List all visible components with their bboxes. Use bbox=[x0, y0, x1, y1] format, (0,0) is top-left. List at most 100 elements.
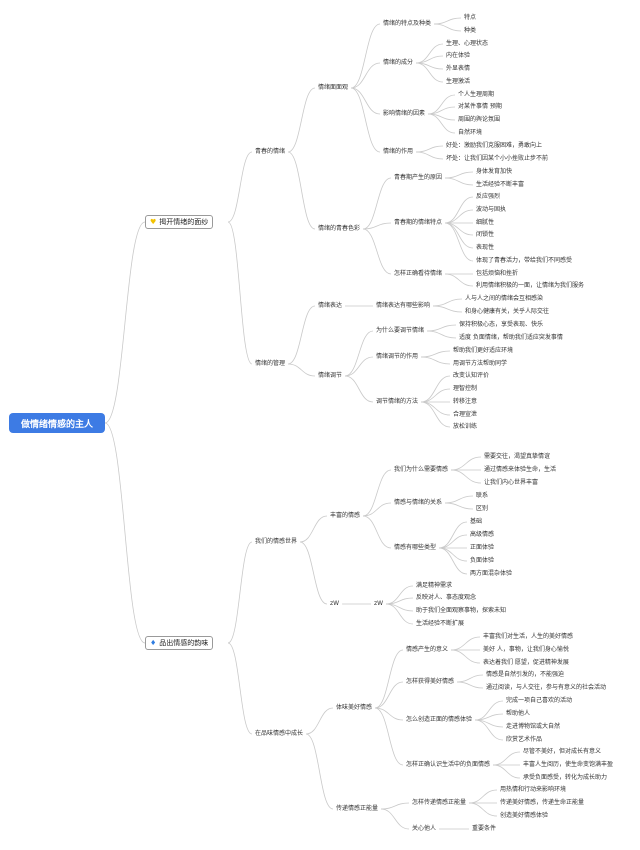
root-topic[interactable]: 做情绪情感的主人 bbox=[9, 413, 105, 433]
topic-hd[interactable]: 怎样获得美好情感 bbox=[406, 678, 455, 685]
topic-lx[interactable]: 情感有哪些类型 bbox=[394, 544, 437, 551]
topic-cd[interactable]: 传递情感正能量 bbox=[336, 805, 379, 812]
topic-hd1[interactable]: 情感是自然引发的，不能强迫 bbox=[486, 671, 565, 678]
topic-qt5[interactable]: 表现性 bbox=[476, 244, 495, 251]
topic-qt2[interactable]: 波动与固执 bbox=[476, 206, 507, 213]
topic-cf[interactable]: 情绪的成分 bbox=[383, 59, 414, 66]
topic-qt[interactable]: 青春期的情绪特点 bbox=[394, 219, 443, 226]
topic-cf2[interactable]: 内在体验 bbox=[446, 52, 471, 59]
topic-qt1[interactable]: 反应强烈 bbox=[476, 193, 501, 200]
topic-ff1[interactable]: 改变认知评价 bbox=[453, 372, 490, 379]
topic-qxgl[interactable]: 情绪的管理 bbox=[255, 360, 286, 367]
branch-reveal-emotions[interactable]: ♥ 揭开情绪的面纱 bbox=[145, 215, 214, 229]
topic-lx5[interactable]: 两方面混杂体验 bbox=[470, 570, 513, 577]
topic-ff5[interactable]: 放松训练 bbox=[453, 423, 478, 430]
topic-tdzl[interactable]: 情绪的特点及种类 bbox=[383, 20, 432, 27]
topic-yy[interactable]: 青春期产生的原因 bbox=[394, 174, 443, 181]
topic-zw_2[interactable]: 反映对人、事态度观念 bbox=[416, 594, 477, 601]
topic-bdyx2[interactable]: 和身心健康有关，关乎人际交往 bbox=[465, 308, 550, 315]
topic-zy[interactable]: 情绪的作用 bbox=[383, 148, 414, 155]
topic-wsm[interactable]: 为什么要调节情绪 bbox=[376, 327, 425, 334]
topic-tjzy2[interactable]: 用调节方法帮助同学 bbox=[453, 360, 508, 367]
topic-qt6[interactable]: 体现了青春活力，带给我们不同感受 bbox=[476, 257, 573, 264]
topic-yy1[interactable]: 身体发育加快 bbox=[476, 168, 513, 175]
topic-cf4[interactable]: 生理激活 bbox=[446, 78, 471, 85]
topic-csy3[interactable]: 表达着我们 愿望，促进精神发展 bbox=[483, 659, 569, 666]
topic-lx4[interactable]: 负面体验 bbox=[470, 557, 495, 564]
topic-zw_3[interactable]: 助于我们全面观察事物，探索未知 bbox=[416, 607, 507, 614]
topic-tjff[interactable]: 调节情绪的方法 bbox=[376, 398, 419, 405]
topic-qgqx2[interactable]: 区别 bbox=[476, 505, 489, 512]
topic-csy1[interactable]: 丰富我们对生活，人生的美好情感 bbox=[483, 633, 574, 640]
topic-cz3[interactable]: 走进博物馆或大自然 bbox=[506, 723, 561, 730]
topic-zq[interactable]: 怎样正确看待情绪 bbox=[394, 270, 443, 277]
topic-zy2[interactable]: 坏处：让我们因某个小小挫败止步不前 bbox=[446, 155, 549, 162]
topic-csy[interactable]: 情感产生的意义 bbox=[406, 646, 449, 653]
topic-cz1[interactable]: 完成一项自己喜欢的活动 bbox=[506, 697, 573, 704]
topic-qgqx1[interactable]: 联系 bbox=[476, 492, 489, 499]
topic-zq1[interactable]: 包括烦恼和挫折 bbox=[476, 270, 519, 277]
topic-td[interactable]: 特点 bbox=[464, 14, 477, 21]
branch-savor-feelings[interactable]: ♦ 品出情感的韵味 bbox=[145, 636, 214, 650]
topic-tjzy[interactable]: 情绪调节的作用 bbox=[376, 353, 419, 360]
topic-zq2[interactable]: 利用情绪积极的一面，让情绪为我们服务 bbox=[476, 282, 585, 289]
topic-lx2[interactable]: 高级情感 bbox=[470, 531, 495, 538]
topic-qt3[interactable]: 细腻性 bbox=[476, 219, 495, 226]
topic-hd2[interactable]: 通过阅读，与人交往，参与有意义的社会活动 bbox=[486, 684, 607, 691]
topic-fm3[interactable]: 承受负面感受，转化为成长助力 bbox=[523, 774, 608, 781]
topic-ff2[interactable]: 理智控制 bbox=[453, 385, 478, 392]
topic-zw1[interactable]: zW bbox=[330, 600, 340, 607]
topic-gx[interactable]: 关心他人 bbox=[412, 825, 437, 832]
topic-yx3[interactable]: 周围的舆论氛围 bbox=[458, 116, 501, 123]
topic-wmqg[interactable]: 我们的情感世界 bbox=[255, 538, 298, 545]
topic-qgqx[interactable]: 情感与情绪的关系 bbox=[394, 499, 443, 506]
topic-yy2[interactable]: 生活经验不断丰富 bbox=[476, 181, 525, 188]
topic-zl[interactable]: 种类 bbox=[464, 27, 477, 34]
topic-gx1[interactable]: 重要条件 bbox=[472, 825, 497, 832]
topic-tymh[interactable]: 体味美好情感 bbox=[336, 704, 373, 711]
topic-qxtj[interactable]: 情绪调节 bbox=[318, 372, 343, 379]
topic-fm2[interactable]: 丰富人生阅历，使生命变饱满丰盈 bbox=[523, 761, 614, 768]
topic-zw2[interactable]: zW bbox=[374, 600, 384, 607]
connector-wsmxy-xy1 bbox=[451, 456, 482, 471]
topic-cz4[interactable]: 欣赏艺术作品 bbox=[506, 736, 543, 743]
topic-yx[interactable]: 影响情绪的因素 bbox=[383, 110, 426, 117]
topic-cf1[interactable]: 生理、心理状态 bbox=[446, 40, 489, 47]
topic-cz2[interactable]: 帮助他人 bbox=[506, 710, 531, 717]
topic-qt4[interactable]: 闭锁性 bbox=[476, 231, 495, 238]
topic-ff4[interactable]: 合理宣泄 bbox=[453, 411, 478, 418]
topic-fm[interactable]: 怎样正确认识生活中的负面情感 bbox=[406, 761, 491, 768]
topic-qcss[interactable]: 情绪的青春色彩 bbox=[318, 225, 361, 232]
topic-cz[interactable]: 怎么创造正面的情感体验 bbox=[406, 716, 473, 723]
topic-qxmm[interactable]: 情绪面面观 bbox=[318, 84, 349, 91]
topic-tjzy1[interactable]: 帮助我们更好适应环境 bbox=[453, 347, 514, 354]
topic-cdff[interactable]: 怎样传递情感正能量 bbox=[412, 799, 467, 806]
topic-zy1[interactable]: 好处：激励我们克服困难，勇敢向上 bbox=[446, 142, 543, 149]
topic-wsm1[interactable]: 保持积极心态，享受表现、快乐 bbox=[459, 321, 544, 328]
topic-qxbd[interactable]: 情绪表达 bbox=[318, 302, 343, 309]
topic-bdyx1[interactable]: 人与人之间的情绪会互相感染 bbox=[465, 295, 544, 302]
topic-yx4[interactable]: 自然环境 bbox=[458, 129, 483, 136]
topic-lx3[interactable]: 正面体验 bbox=[470, 544, 495, 551]
topic-xy2[interactable]: 通过情感来体验生命，生活 bbox=[484, 466, 557, 473]
topic-lx1[interactable]: 基础 bbox=[470, 518, 483, 525]
topic-cdff3[interactable]: 创造美好情感体验 bbox=[500, 812, 549, 819]
topic-zpw[interactable]: 在品味情感中成长 bbox=[255, 730, 304, 737]
topic-cdff1[interactable]: 用热情和行动来影响环境 bbox=[500, 786, 567, 793]
topic-zw_1[interactable]: 满足精神需求 bbox=[416, 582, 453, 589]
topic-zw_4[interactable]: 生活经验不断扩展 bbox=[416, 620, 465, 627]
topic-cdff2[interactable]: 传递美好情感，传递生命正能量 bbox=[500, 799, 585, 806]
topic-ff3[interactable]: 转移注意 bbox=[453, 398, 478, 405]
topic-fm1[interactable]: 尽管不美好，但对成长有意义 bbox=[523, 748, 602, 755]
topic-xy3[interactable]: 让我们内心世界丰富 bbox=[484, 479, 539, 486]
topic-yx1[interactable]: 个人生理周期 bbox=[458, 91, 495, 98]
topic-bdyx[interactable]: 情绪表达有哪些影响 bbox=[376, 302, 431, 309]
topic-csy2[interactable]: 美好 人，事物，让我们身心愉悦 bbox=[483, 646, 569, 653]
topic-cf3[interactable]: 外显表情 bbox=[446, 65, 471, 72]
topic-wsmxy[interactable]: 我们为什么需要情感 bbox=[394, 466, 449, 473]
topic-fpqg[interactable]: 丰富的情感 bbox=[330, 512, 361, 519]
topic-wsm2[interactable]: 适度 负面情绪，帮助我们适应突发事情 bbox=[459, 334, 563, 341]
topic-qcqx[interactable]: 青春的情绪 bbox=[255, 148, 286, 155]
topic-yx2[interactable]: 对某件事情 预期 bbox=[458, 103, 502, 110]
topic-xy1[interactable]: 需要交往，渴望真挚情谊 bbox=[484, 453, 551, 460]
